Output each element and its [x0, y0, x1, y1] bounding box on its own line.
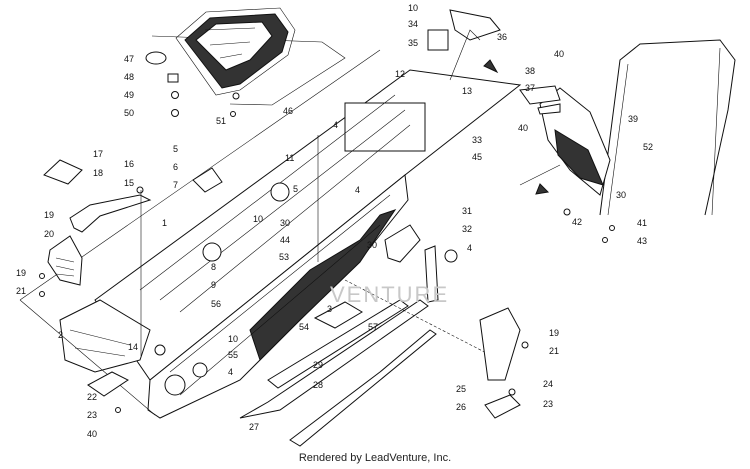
callout-c12: 12 [395, 69, 405, 79]
callout-c5a: 5 [173, 144, 178, 154]
callout-c10c: 10 [228, 334, 238, 344]
callout-c5b: 5 [293, 184, 298, 194]
rear-handle-assembly [39, 159, 152, 356]
arrow-icon [483, 59, 499, 74]
callout-c2: 2 [58, 330, 63, 340]
callout-c32: 32 [462, 224, 472, 234]
cap-icon [145, 51, 167, 65]
callout-c4d: 4 [228, 367, 233, 377]
seat-assembly-group [145, 7, 346, 117]
callout-c40b: 40 [518, 123, 528, 133]
callout-c1: 1 [162, 218, 167, 228]
callout-c13: 13 [462, 86, 472, 96]
callout-c8: 8 [211, 262, 216, 272]
render-credit: Rendered by LeadVenture, Inc. [298, 452, 452, 464]
callout-c41: 41 [637, 218, 647, 228]
callout-c21b: 21 [549, 346, 559, 356]
callout-c51: 51 [216, 116, 226, 126]
callout-c49: 49 [124, 90, 134, 100]
callout-c44: 44 [280, 235, 290, 245]
callout-c10b: 10 [253, 214, 263, 224]
callout-c14: 14 [128, 342, 138, 352]
callout-c4c: 4 [467, 243, 472, 253]
callout-c43: 43 [637, 236, 647, 246]
callout-c3: 3 [327, 304, 332, 314]
callout-c56: 56 [211, 299, 221, 309]
callout-c30b: 30 [367, 240, 377, 250]
callout-c25: 25 [456, 384, 466, 394]
callout-c45: 45 [472, 152, 482, 162]
callout-c11: 11 [285, 153, 294, 163]
callout-c19a: 19 [44, 210, 54, 220]
callout-c38: 38 [525, 66, 535, 76]
callout-c30c: 30 [616, 190, 626, 200]
brackets [87, 135, 529, 419]
arrow-icon [535, 183, 550, 195]
callout-labels: 1034353612134038374039523345474849505146… [16, 3, 653, 439]
callout-c17: 17 [93, 149, 103, 159]
callout-c33: 33 [472, 135, 482, 145]
callout-c47: 47 [124, 54, 134, 64]
callout-c21a: 21 [16, 286, 26, 296]
callout-c40a: 40 [554, 49, 564, 59]
callout-c6: 6 [173, 162, 178, 172]
callout-c19b: 19 [16, 268, 26, 278]
callout-c23b: 23 [543, 399, 553, 409]
callout-c24: 24 [543, 379, 553, 389]
callout-c22: 22 [87, 392, 97, 402]
callout-c40c: 40 [87, 429, 97, 439]
callout-c7: 7 [173, 180, 178, 190]
callout-c36: 36 [497, 32, 507, 42]
callout-c39: 39 [628, 114, 638, 124]
callout-c55: 55 [228, 350, 238, 360]
callout-c27: 27 [249, 422, 259, 432]
callout-c19c: 19 [549, 328, 559, 338]
callout-c29: 29 [313, 360, 323, 370]
callout-c48: 48 [124, 72, 134, 82]
callout-c30a: 30 [280, 218, 290, 228]
callout-c50: 50 [124, 108, 134, 118]
watermark-text: VENTURE [330, 282, 449, 307]
bracket-icon [167, 73, 179, 83]
callout-c46: 46 [283, 106, 293, 116]
callout-c15: 15 [124, 178, 134, 188]
callout-c26: 26 [456, 402, 466, 412]
callout-c28: 28 [313, 380, 323, 390]
callout-c10a: 10 [408, 3, 418, 13]
bumper-assembly [427, 9, 736, 243]
callout-c18: 18 [93, 168, 103, 178]
callout-c23a: 23 [87, 410, 97, 420]
callout-c52: 52 [643, 142, 653, 152]
callout-c34: 34 [408, 19, 418, 29]
callout-c35: 35 [408, 38, 418, 48]
callout-c16: 16 [124, 159, 134, 169]
callout-c4b: 4 [355, 185, 360, 195]
tunnel-assembly [19, 49, 522, 419]
callout-c42: 42 [572, 217, 582, 227]
callout-c53: 53 [279, 252, 289, 262]
callout-c37: 37 [525, 83, 535, 93]
callout-c57: 57 [368, 322, 378, 332]
rail-components [239, 279, 501, 447]
callout-c9: 9 [211, 280, 216, 290]
callout-c4a: 4 [333, 120, 338, 130]
callout-c20: 20 [44, 229, 54, 239]
callout-c54: 54 [299, 322, 309, 332]
callout-c31: 31 [462, 206, 472, 216]
